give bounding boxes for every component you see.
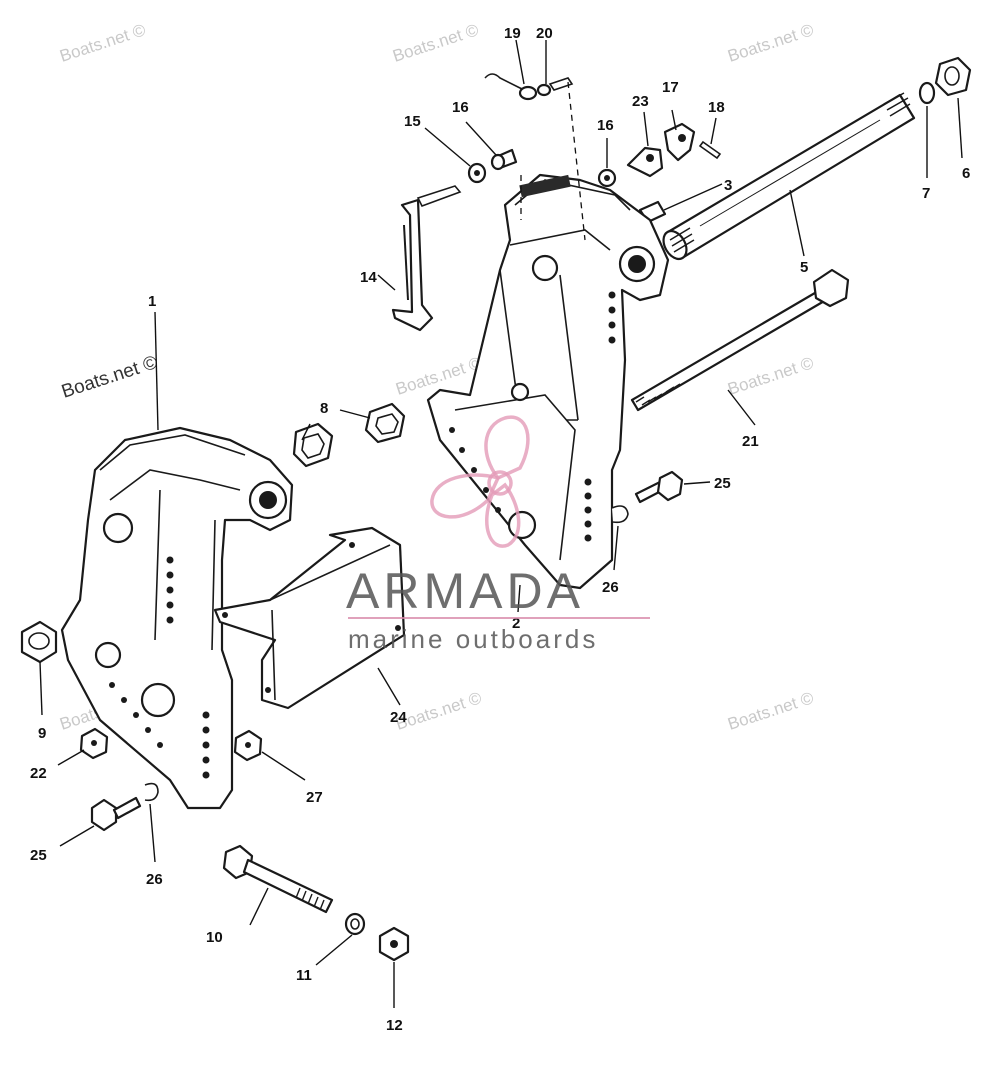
callout-24: 24 (390, 709, 407, 726)
watermark: Boats.net © (725, 20, 816, 66)
part-23-lever (626, 146, 664, 178)
part-9-nut (20, 620, 58, 664)
part-2-clamp-bracket-right (426, 173, 670, 590)
watermark: Boats.net © (390, 20, 481, 66)
callout-11: 11 (296, 967, 312, 984)
watermark: Boats.net © (725, 688, 816, 734)
callout-1: 1 (148, 293, 156, 310)
brand-tagline: marine outboards (348, 624, 598, 654)
callout-10: 10 (206, 929, 223, 946)
part-6-nut (934, 56, 972, 97)
watermark: Boats.net © (725, 353, 816, 399)
part-12-nut (378, 926, 410, 962)
part-18-pin (698, 140, 722, 160)
part-26-lockwasher-left (144, 782, 159, 802)
part-7-washer (918, 81, 936, 105)
part-25-screw-right (634, 470, 684, 504)
watermark: Boats.net © (393, 688, 484, 734)
callout-20: 20 (536, 25, 553, 42)
bracket-2-adjust-holes (449, 291, 616, 542)
callout-9: 9 (38, 725, 46, 742)
part-24-transom-plate (213, 526, 406, 710)
watermark: Boats.net © (57, 20, 148, 66)
callout-21: 21 (742, 433, 759, 450)
callout-15: 15 (404, 113, 421, 130)
callout-18: 18 (708, 99, 725, 116)
callout-25-left: 25 (30, 847, 47, 864)
alignment-lines (520, 81, 586, 241)
callout-labels: 1 2 3 5 6 7 8 9 10 11 12 14 15 16 16 17 … (30, 25, 970, 1034)
callout-7: 7 (922, 185, 930, 202)
armada-logo: ARMADA marine outboards (346, 415, 650, 654)
callout-8: 8 (320, 400, 328, 417)
callout-23: 23 (632, 93, 649, 110)
leader-lines (39, 39, 963, 1008)
part-17-cam (663, 122, 696, 162)
part-26-lockwasher-right (611, 505, 629, 524)
callout-22: 22 (30, 765, 47, 782)
callout-3: 3 (724, 177, 732, 194)
callout-12: 12 (386, 1017, 403, 1034)
callout-19: 19 (504, 25, 521, 42)
part-14-tilt-pin (391, 185, 462, 332)
callout-6: 6 (962, 165, 970, 182)
brand-name: ARMADA (346, 563, 584, 619)
callout-26-left: 26 (146, 871, 163, 888)
part-8-thrust-washer (364, 402, 406, 444)
part-16-bushing (490, 148, 518, 171)
callout-16: 16 (452, 99, 469, 116)
part-15-nut (467, 162, 487, 184)
watermark: Boats.net © (59, 352, 160, 403)
callout-14: 14 (360, 269, 377, 286)
callout-5: 5 (800, 259, 808, 276)
callout-27: 27 (306, 789, 323, 806)
propeller-logo-icon (430, 415, 530, 548)
part-1-clamp-bracket-left (60, 426, 294, 810)
part-10-bolt (222, 844, 334, 914)
callout-16-right: 16 (597, 117, 614, 134)
part-19-20-spring (484, 73, 574, 101)
part-25-screw-left (90, 796, 142, 832)
part-27-locknut (233, 729, 263, 762)
bracket-1-adjust-holes (109, 556, 210, 779)
callout-2: 2 (512, 615, 520, 632)
callout-26-right: 26 (602, 579, 619, 596)
callout-25-right: 25 (714, 475, 731, 492)
part-16-bushing-right (597, 168, 617, 188)
part-11-washer (344, 912, 366, 936)
part-22-locknut (79, 727, 109, 760)
part-8-thrust-washer-2 (292, 422, 334, 468)
part-5-tilt-tube (662, 92, 916, 261)
part-21-through-bolt (630, 268, 850, 412)
callout-17: 17 (662, 79, 679, 96)
